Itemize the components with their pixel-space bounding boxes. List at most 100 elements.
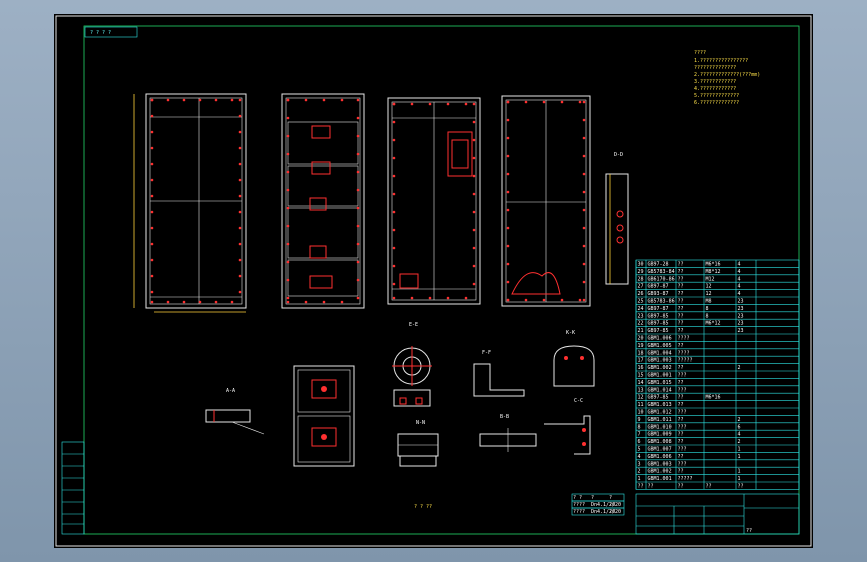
bom-header-cell: ??	[678, 484, 684, 490]
bom-cell: GBM1.003	[648, 461, 672, 467]
bom-cell: 15	[638, 373, 644, 379]
bom-cell: 4	[738, 269, 741, 275]
bom-cell: 13	[638, 387, 644, 393]
bom-cell: 2	[738, 365, 741, 371]
bom-header-cell: ??	[638, 484, 644, 490]
section-k-k: K-K	[553, 330, 595, 387]
bom-cell: ???	[678, 424, 687, 430]
bom-cell: ??	[678, 395, 684, 401]
bom-cell: 9	[638, 417, 641, 423]
bom-cell: GBM1.002	[648, 365, 672, 371]
bom-cell: ???	[678, 461, 687, 467]
bom-cell: 1	[738, 469, 741, 475]
bom-cell: ??	[678, 432, 684, 438]
bom-cell: GBM1.005	[648, 343, 672, 349]
bom-cell: GB97-85	[648, 313, 669, 319]
section-n-n: N-N	[397, 420, 439, 467]
bom-cell: ??	[678, 269, 684, 275]
bom-cell: ??	[678, 276, 684, 282]
spec-cell: ?/20	[609, 502, 621, 508]
bom-cell: 23	[738, 321, 744, 327]
bom-cell: GB93-87	[648, 291, 669, 297]
bom-cell: ????	[678, 350, 690, 356]
bom-cell: GB97-85	[648, 328, 669, 334]
bom-cell: ??	[678, 417, 684, 423]
bom-cell: GBM1.013	[648, 402, 672, 408]
revision-table	[61, 441, 85, 535]
bom-cell: 29	[638, 269, 644, 275]
bom-cell: 8	[706, 306, 709, 312]
bom-cell: GBM1.012	[648, 410, 672, 416]
bom-cell: ?????	[678, 358, 693, 364]
bom-cell: 30	[638, 262, 644, 268]
bom-cell: GBM1.014	[648, 387, 672, 393]
bom-cell: GB97-28	[648, 262, 669, 268]
bom-cell: ??	[678, 291, 684, 297]
bom-cell: 24	[638, 306, 644, 312]
bom-cell: 23	[738, 328, 744, 334]
bom-cell: 20	[638, 336, 644, 342]
bom-cell: 4	[738, 262, 741, 268]
bom-cell: GB6170-86	[648, 276, 675, 282]
bom-cell: ??	[678, 313, 684, 319]
bom-cell: 1	[738, 447, 741, 453]
bom-cell: ??	[678, 328, 684, 334]
bom-cell: 4	[738, 276, 741, 282]
bom-cell: ??	[678, 262, 684, 268]
bom-cell: 23	[638, 313, 644, 319]
note-line: 6.?????????????	[694, 100, 739, 106]
bom-cell: 8	[706, 313, 709, 319]
front-open-view	[281, 93, 365, 309]
front-view	[133, 93, 247, 313]
bom-cell: 1	[738, 454, 741, 460]
bom-header-cell: ??	[706, 484, 712, 490]
bom-cell: GBM1.015	[648, 380, 672, 386]
notes-block: 1.???????????????? ??????????????2.?????…	[694, 58, 760, 106]
bom-cell: 12	[706, 291, 712, 297]
bom-cell: M12	[706, 276, 715, 282]
bom-cell: M6*16	[706, 262, 721, 268]
bom-cell: 23	[738, 306, 744, 312]
spec-cell: ? ?	[573, 495, 582, 501]
bom-cell: ??	[678, 380, 684, 386]
bom-cell: 1	[638, 476, 641, 482]
bom-header-cell: ??	[648, 484, 654, 490]
bom-cell: ???	[678, 447, 687, 453]
bom-cell: 4	[738, 432, 741, 438]
section-e-e-title: E-E	[409, 322, 418, 328]
bom-cell: 11	[638, 402, 644, 408]
bom-cell: 17	[638, 358, 644, 364]
bom-cell: 19	[638, 343, 644, 349]
bom-cell: M6*12	[706, 321, 721, 327]
bom-cell: ??	[678, 454, 684, 460]
bom-cell: GB97-85	[648, 321, 669, 327]
bom-cell: 4	[638, 454, 641, 460]
bom-cell: 21	[638, 328, 644, 334]
bom-cell: 7	[638, 432, 641, 438]
section-c-c-title: C-C	[574, 398, 583, 404]
bom-cell: GBM1.006	[648, 454, 672, 460]
corner-label-box	[84, 26, 138, 38]
bom-cell: 23	[738, 313, 744, 319]
bom-cell: 2	[638, 469, 641, 475]
spec-cell: Dn4.1/20	[591, 509, 615, 515]
bom-cell: 12	[706, 284, 712, 290]
bom-cell: ??	[678, 321, 684, 327]
bom-cell: 26	[638, 291, 644, 297]
bom-cell: 4	[738, 291, 741, 297]
spec-table: ? ???????Dn4.1/20?/20????Dn4.1/20?/20	[571, 493, 625, 516]
side-view	[387, 97, 481, 305]
bom-cell: 22	[638, 321, 644, 327]
bom-cell: GBM1.010	[648, 424, 672, 430]
spec-cell: ????	[573, 509, 585, 515]
section-d-d: D-D	[605, 152, 629, 285]
section-b-b-title: B-B	[500, 414, 509, 420]
bom-cell: 6	[738, 424, 741, 430]
bom-cell: 23	[738, 299, 744, 305]
bom-cell: ??	[678, 343, 684, 349]
bom-cell: 12	[638, 395, 644, 401]
bom-cell: GBM1.008	[648, 439, 672, 445]
bom-cell: M6*16	[706, 395, 721, 401]
section-a-a-title: A-A	[226, 388, 235, 394]
